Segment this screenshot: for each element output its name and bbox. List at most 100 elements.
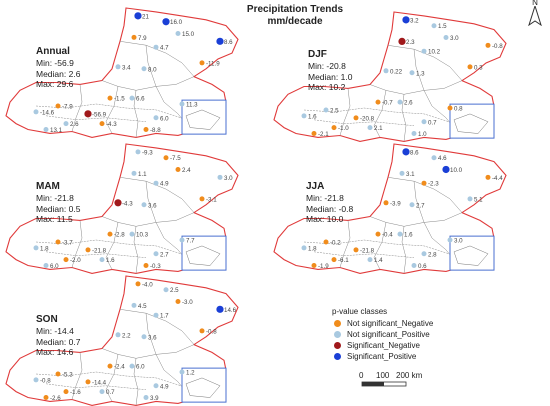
district-boundary bbox=[101, 344, 195, 359]
station-point bbox=[63, 389, 69, 395]
station-value-label: 4.7 bbox=[160, 45, 169, 52]
station-value-label: 6.0 bbox=[50, 263, 59, 270]
station-value-label: -1.6 bbox=[70, 389, 81, 396]
station-value-label: 8.6 bbox=[410, 149, 419, 156]
station-point bbox=[411, 263, 417, 269]
station-point bbox=[107, 231, 113, 237]
inset-outline bbox=[185, 245, 221, 266]
station-point bbox=[216, 305, 224, 313]
station-point bbox=[115, 64, 121, 70]
river-line bbox=[313, 119, 415, 126]
station-value-label: -11.9 bbox=[206, 60, 220, 67]
station-value-label: 1.2 bbox=[186, 370, 195, 377]
station-point bbox=[467, 64, 473, 70]
station-point bbox=[397, 231, 403, 237]
station-point bbox=[421, 119, 427, 125]
station-value-label: 8.6 bbox=[224, 39, 233, 46]
stats-djf: DJF Min: -20.8 Median: 1.0 Max: 10.2 bbox=[308, 49, 352, 93]
district-boundary bbox=[401, 94, 407, 142]
station-point bbox=[153, 251, 159, 257]
district-boundary bbox=[105, 354, 119, 402]
district-boundary bbox=[133, 90, 139, 138]
station-value-label: 4.9 bbox=[160, 181, 169, 188]
station-point bbox=[179, 101, 185, 107]
station-point bbox=[131, 34, 137, 40]
season-label-djf: DJF bbox=[308, 49, 327, 60]
station-point bbox=[163, 287, 169, 293]
station-point bbox=[397, 99, 403, 105]
station-point bbox=[431, 155, 437, 161]
station-point bbox=[63, 257, 69, 263]
scale-label-200: 200 km bbox=[396, 371, 423, 380]
legend-swatch-sig-negative bbox=[334, 342, 341, 349]
station-value-label: 3.6 bbox=[148, 334, 157, 341]
station-point bbox=[141, 202, 147, 208]
legend-item-sig-negative: Significant_Negative bbox=[332, 340, 433, 351]
station-point bbox=[163, 155, 169, 161]
legend-label-sig-negative: Significant_Negative bbox=[347, 341, 420, 350]
inset-outline bbox=[453, 113, 489, 134]
legend-label-sig-positive: Significant_Positive bbox=[347, 352, 417, 361]
station-point bbox=[383, 200, 389, 206]
station-value-label: 1.7 bbox=[160, 313, 169, 320]
station-point bbox=[153, 312, 159, 318]
station-point bbox=[323, 107, 329, 113]
station-value-label: 2.7 bbox=[160, 251, 169, 258]
district-boundary bbox=[339, 220, 351, 268]
station-point bbox=[399, 170, 405, 176]
station-value-label: -2.0 bbox=[70, 257, 81, 264]
river-line bbox=[35, 103, 182, 119]
district-boundary bbox=[413, 49, 425, 91]
district-boundary bbox=[133, 226, 139, 274]
station-value-label: -2.1 bbox=[318, 131, 329, 138]
legend-swatch-ns-positive bbox=[334, 331, 341, 338]
station-point bbox=[467, 196, 473, 202]
map-title-line2: mm/decade bbox=[267, 16, 323, 27]
stat-min-annual: Min: -56.9 bbox=[36, 58, 74, 68]
legend-swatch-sig-positive bbox=[334, 353, 341, 360]
district-boundary bbox=[119, 177, 195, 213]
station-value-label: -0.8 bbox=[492, 43, 503, 50]
station-point bbox=[199, 328, 205, 334]
river-line bbox=[45, 251, 147, 258]
station-point bbox=[33, 109, 39, 115]
station-point bbox=[107, 363, 113, 369]
district-boundary bbox=[71, 220, 83, 268]
station-point bbox=[43, 127, 49, 133]
station-point bbox=[134, 12, 142, 20]
station-value-label: 0.3 bbox=[474, 64, 483, 71]
district-boundary bbox=[71, 352, 83, 400]
inset-outline bbox=[185, 377, 221, 398]
station-value-label: -2.8 bbox=[114, 232, 125, 239]
season-label-mam: MAM bbox=[36, 181, 60, 192]
station-value-label: 2.2 bbox=[122, 332, 131, 339]
station-value-label: 3.0 bbox=[450, 35, 459, 42]
station-value-label: 1.1 bbox=[138, 171, 147, 178]
district-boundary bbox=[145, 181, 157, 223]
station-value-label: -14.4 bbox=[92, 379, 107, 386]
station-value-label: 2.5 bbox=[330, 108, 339, 115]
station-value-label: -56.9 bbox=[92, 111, 107, 118]
station-value-label: -2.4 bbox=[114, 364, 125, 371]
district-boundary bbox=[387, 177, 463, 213]
station-value-label: -0.7 bbox=[382, 100, 393, 107]
district-boundary bbox=[413, 181, 425, 223]
district-boundary bbox=[105, 222, 119, 270]
station-value-label: -0.2 bbox=[330, 240, 341, 247]
station-point bbox=[153, 115, 159, 121]
legend-item-ns-positive: Not significant_Positive bbox=[332, 329, 433, 340]
district-boundary bbox=[373, 222, 387, 270]
district-boundary bbox=[373, 90, 387, 138]
station-point bbox=[421, 180, 427, 186]
station-value-label: -0.8 bbox=[40, 377, 51, 384]
station-point bbox=[33, 245, 39, 251]
station-point bbox=[217, 174, 223, 180]
stat-median-djf: Median: 1.0 bbox=[308, 71, 353, 82]
station-point bbox=[175, 166, 181, 172]
station-point bbox=[402, 148, 410, 156]
station-value-label: -0.8 bbox=[206, 328, 217, 335]
station-point bbox=[402, 16, 410, 24]
station-point bbox=[301, 113, 307, 119]
station-value-label: 0.7 bbox=[428, 119, 437, 126]
